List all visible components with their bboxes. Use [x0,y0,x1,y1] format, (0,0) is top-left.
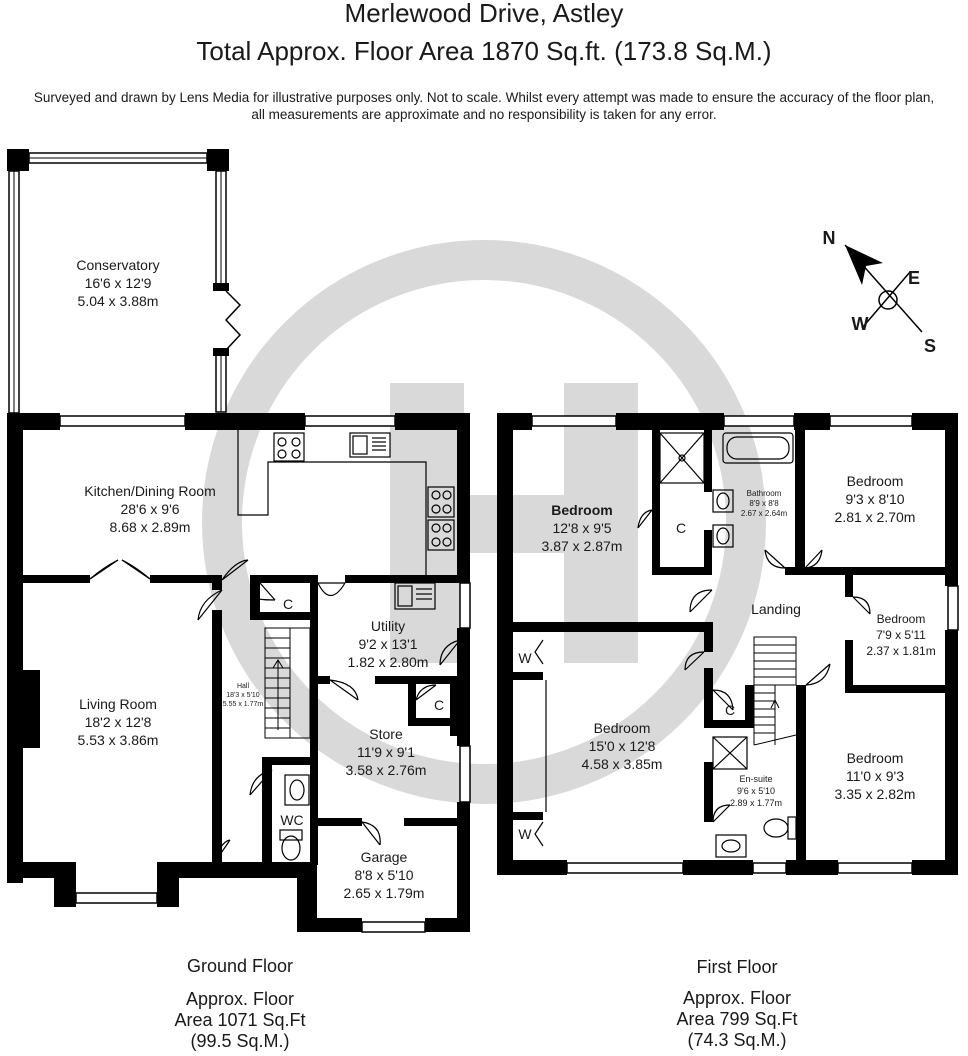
store-name: Store [369,726,403,742]
page-title: Merlewood Drive, Astley [344,0,624,28]
first-area-line-1: Approx. Floor [682,988,792,1008]
bedroom5-metric: 3.35 x 2.82m [835,786,916,802]
garage-metric: 2.65 x 1.79m [344,885,425,901]
ensuite-metric: 2.89 x 1.77m [730,798,782,808]
first-fixtures [545,432,797,858]
total-area: Total Approx. Floor Area 1870 Sq.ft. (17… [196,36,772,66]
conservatory-walls [7,149,242,414]
first-floor-title: First Floor [696,957,778,977]
first-interior-walls [513,430,957,875]
store-metric: 3.58 x 2.76m [346,762,427,778]
bedroom1-name: Bedroom [551,502,612,518]
living-name: Living Room [79,696,157,712]
bathroom-metric: 2.67 x 2.64m [741,509,788,518]
ground-interior-walls [22,575,460,878]
hall-cupboard-label: C [283,596,293,612]
disclaimer: Surveyed and drawn by Lens Media for ill… [0,89,968,123]
ground-floor-area: Approx. Floor Area 1071 Sq.Ft (99.5 Sq.M… [140,989,340,1052]
living-imperial: 18'2 x 12'8 [85,714,152,730]
conservatory-name: Conservatory [76,257,159,273]
bedroom4-imperial: 15'0 x 12'8 [589,738,656,754]
bedroom3-name: Bedroom [877,612,926,626]
disclaimer-line-2: all measurements are approximate and no … [251,107,717,122]
living-metric: 5.53 x 3.86m [78,732,159,748]
garage-imperial: 8'8 x 5'10 [354,867,413,883]
bedroom5-name: Bedroom [847,750,904,766]
hall-metric: 5.55 x 1.77m [223,701,264,708]
ground-outer-walls [7,413,470,932]
bedroom1-imperial: 12'8 x 9'5 [552,520,611,536]
store-cupboard-label: C [434,697,444,713]
compass-n: N [823,228,836,248]
north-arrow-icon [845,245,883,285]
bedroom5-imperial: 11'0 x 9'3 [846,768,904,784]
watermark-logo [202,240,766,804]
bedroom4-metric: 4.58 x 3.85m [582,756,663,772]
hall-name: Hall [237,683,250,690]
ground-windows [59,415,471,933]
kitchen-imperial: 28'6 x 9'6 [120,501,179,517]
ground-area-line-3: (99.5 Sq.M.) [190,1031,290,1051]
ensuite-imperial: 9'6 x 5'10 [737,786,775,796]
first-area-line-2: Area 799 Sq.Ft [676,1009,798,1029]
ground-stairs [264,627,311,739]
bathroom-name: Bathroom [747,489,782,498]
utility-imperial: 9'2 x 13'1 [358,636,417,652]
bedroom4-name: Bedroom [594,720,651,736]
conservatory-imperial: 16'6 x 12'9 [85,275,152,291]
compass-e: E [908,268,920,288]
ensuite-name: En-suite [739,774,772,784]
wardrobe-top-label: W [518,650,532,666]
bedroom2-name: Bedroom [847,473,904,489]
bedroom1-cupboard-label: C [676,520,686,536]
disclaimer-line-1: Surveyed and drawn by Lens Media for ill… [33,90,935,105]
bedroom2-metric: 2.81 x 2.70m [835,509,916,525]
first-outer-walls [497,413,958,875]
first-windows [531,415,959,874]
kitchen-units [237,430,455,861]
ground-area-line-2: Area 1071 Sq.Ft [174,1010,306,1030]
compass-w: W [852,314,869,334]
ground-floor-title: Ground Floor [186,956,294,976]
ground-doors [89,559,461,863]
bedroom2-imperial: 9'3 x 8'10 [845,491,904,507]
wc-name: WC [280,812,303,828]
landing-name: Landing [751,601,801,617]
compass-rose: N E S W [823,228,937,356]
wardrobe-bottom-label: W [518,826,532,842]
ground-area-line-1: Approx. Floor [185,989,295,1009]
first-floor-area: Approx. Floor Area 799 Sq.Ft (74.3 Sq.M.… [637,988,837,1051]
room-labels: Conservatory 16'6 x 12'9 5.04 x 3.88m Ki… [76,257,935,901]
kitchen-name: Kitchen/Dining Room [84,483,216,499]
first-doors [534,509,871,847]
ground-floor-plan [7,149,471,933]
kitchen-metric: 8.68 x 2.89m [110,519,191,535]
utility-name: Utility [371,618,405,634]
hall-imperial: 18'3 x 5'10 [226,692,260,699]
store-imperial: 11'9 x 9'1 [357,744,415,760]
garage-name: Garage [361,849,408,865]
first-floor-plan [497,413,959,875]
conservatory-metric: 5.04 x 3.88m [78,293,159,309]
bathroom-imperial: 8'9 x 8'8 [749,499,779,508]
utility-metric: 1.82 x 2.80m [348,654,429,670]
bedroom3-imperial: 7'9 x 5'11 [876,628,926,642]
landing-cupboard-label: C [725,702,735,718]
compass-s: S [924,336,936,356]
first-stairs [753,636,797,746]
first-area-line-3: (74.3 Sq.M.) [687,1030,787,1050]
bedroom3-metric: 2.37 x 1.81m [866,644,935,658]
bedroom1-metric: 3.87 x 2.87m [542,538,623,554]
